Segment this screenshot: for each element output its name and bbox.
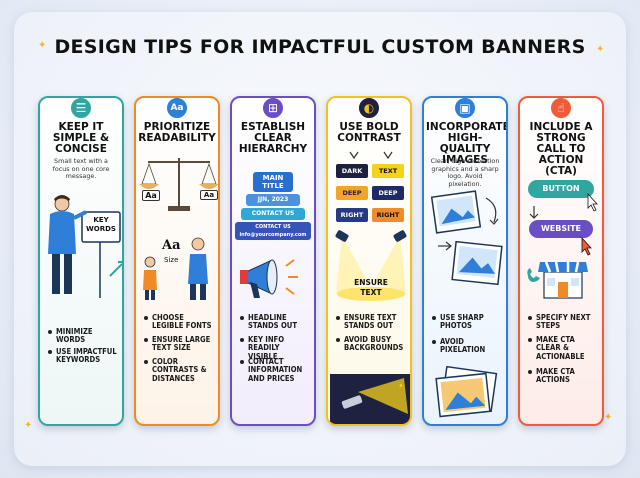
card-keep-simple: ☰ KEEP IT SIMPLE & CONCISE Small text wi… bbox=[38, 96, 124, 426]
bullet: CONTACT INFORMATION AND PRICES bbox=[240, 357, 310, 383]
photo-stack-illustration bbox=[435, 366, 498, 418]
bullet: KEY INFO READILY VISIBLE bbox=[240, 335, 310, 361]
hierarchy-icon: ⊞ bbox=[261, 98, 285, 120]
megaphone-icon bbox=[240, 259, 298, 298]
swatch-deep-navy: DEEP bbox=[372, 186, 404, 200]
card-heading: INCORPORATE HIGH-QUALITY IMAGES bbox=[426, 121, 508, 166]
swatch-right-orange: RIGHT bbox=[372, 208, 404, 222]
card-heading: INCLUDE A STRONG CALL TO ACTION (CTA) bbox=[529, 121, 593, 177]
list-icon: ☰ bbox=[69, 98, 93, 120]
spotlight-illustration bbox=[335, 230, 407, 301]
card-heading: USE BOLD CONTRAST bbox=[337, 121, 401, 144]
sample-text: Aa bbox=[162, 238, 181, 253]
font-size-icon: Aa bbox=[165, 98, 189, 120]
flashlight-illustration: ✦ bbox=[330, 374, 410, 424]
cursor-icon bbox=[529, 192, 598, 256]
bullet: ENSURE TEXT STANDS OUT bbox=[336, 313, 406, 331]
contrast-icon: ◐ bbox=[357, 98, 381, 120]
cta-website-sample: WEBSITE bbox=[529, 220, 593, 238]
pointer-icon: ☝ bbox=[549, 98, 573, 120]
card-heading: KEEP IT SIMPLE & CONCISE bbox=[52, 121, 110, 155]
tier-main-title: MAIN TITLE bbox=[253, 172, 293, 192]
bullet: SPECIFY NEXT STEPS bbox=[528, 313, 598, 331]
key-words-sign: KEY WORDS bbox=[86, 216, 116, 233]
bullet: MINIMIZE WORDS bbox=[48, 327, 118, 345]
sparkle-icon: ✦ bbox=[24, 420, 33, 431]
tier-contact-email: CONTACT US info@yourcompany.com bbox=[235, 222, 311, 240]
bullet: AVOID BUSY BACKGROUNDS bbox=[336, 335, 406, 353]
card-description: Clear, high-resolution graphics and a sh… bbox=[430, 157, 500, 188]
storefront-icon bbox=[527, 261, 588, 299]
swatch-right-blue: RIGHT bbox=[336, 208, 368, 222]
swatch-text: TEXT bbox=[372, 164, 404, 178]
spotlight-text: ENSURE TEXT bbox=[354, 278, 388, 297]
svg-text:✦: ✦ bbox=[398, 382, 404, 390]
bullet: USE IMPACTFUL KEYWORDS bbox=[48, 347, 118, 365]
bullet: MAKE CTA ACTIONS bbox=[528, 367, 598, 385]
card-hierarchy: ⊞ ESTABLISH CLEAR HIERARCHY MAIN TITLE J… bbox=[230, 96, 316, 426]
bullet: MAKE CTA CLEAR & ACTIONABLE bbox=[528, 335, 598, 361]
sparkle-icon: ✦ bbox=[38, 40, 47, 51]
bullet: ENSURE LARGE TEXT SIZE bbox=[144, 335, 214, 353]
bullet: AVOID PIXELATION bbox=[432, 337, 502, 355]
swatch-dark: DARK bbox=[336, 164, 368, 178]
tier-date: JJN, 2023 bbox=[246, 194, 300, 206]
scale-right-label: Aa bbox=[200, 190, 218, 200]
arrow-down-icon bbox=[349, 151, 393, 160]
balance-scale-illustration bbox=[139, 158, 218, 211]
bullet: CHOOSE LEGIBLE FONTS bbox=[144, 313, 214, 331]
scale-left-label: Aa bbox=[142, 190, 160, 201]
sample-text-small: Size bbox=[164, 256, 179, 264]
card-heading: PRIORITIZE READABILITY bbox=[138, 121, 216, 144]
card-cta: ☝ INCLUDE A STRONG CALL TO ACTION (CTA) … bbox=[518, 96, 604, 426]
page-title: DESIGN TIPS FOR IMPACTFUL CUSTOM BANNERS bbox=[54, 36, 586, 58]
bullet: HEADLINE STANDS OUT bbox=[240, 313, 310, 331]
swatch-deep-orange: DEEP bbox=[336, 186, 368, 200]
presenter-illustration bbox=[48, 195, 122, 298]
photos-illustration bbox=[430, 190, 503, 286]
cta-button-sample: BUTTON bbox=[528, 180, 594, 198]
tier-contact: CONTACT US bbox=[241, 208, 305, 220]
sparkle-icon: ✦ bbox=[596, 44, 605, 55]
sparkle-icon: ✦ bbox=[604, 412, 613, 423]
card-contrast: ◐ USE BOLD CONTRAST DARK TEXT DEEP DEEP … bbox=[326, 96, 412, 426]
bullet: COLOR CONTRASTS & DISTANCES bbox=[144, 357, 214, 383]
image-icon: ▣ bbox=[453, 98, 477, 120]
readers-illustration bbox=[143, 237, 208, 300]
card-readability: Aa PRIORITIZE READABILITY Aa Aa Aa Size … bbox=[134, 96, 220, 426]
card-heading: ESTABLISH CLEAR HIERARCHY bbox=[238, 121, 308, 155]
card-images: ▣ INCORPORATE HIGH-QUALITY IMAGES Clear,… bbox=[422, 96, 508, 426]
card-description: Small text with a focus on one core mess… bbox=[52, 157, 110, 180]
bullet: USE SHARP PHOTOS bbox=[432, 313, 502, 331]
